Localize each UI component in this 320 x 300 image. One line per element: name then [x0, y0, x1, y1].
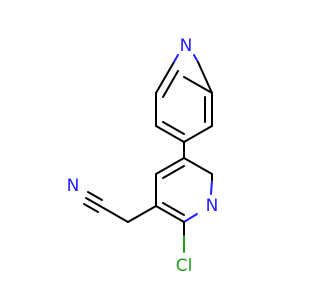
- bond: [155, 157, 185, 175]
- bond: [173, 54, 179, 63]
- bond: [183, 76, 213, 94]
- bond: [85, 197, 101, 207]
- bond: [155, 61, 175, 94]
- atom-label-ring-n: N: [206, 196, 219, 216]
- molecule-structure: N N N Cl: [67, 36, 219, 276]
- bond: [162, 202, 185, 216]
- bond: [155, 125, 185, 143]
- bond: [127, 205, 157, 223]
- atom-label-chlorine: Cl: [176, 256, 193, 276]
- bond: [83, 203, 99, 213]
- bond: [162, 165, 185, 179]
- top-pyridine-ring: [155, 54, 213, 143]
- bond: [183, 125, 213, 143]
- bond: [155, 205, 185, 223]
- bond: [210, 179, 213, 195]
- atom-label-top-n: N: [180, 36, 193, 56]
- lower-pyridine-ring: [155, 157, 213, 223]
- bond: [193, 54, 199, 63]
- bond: [162, 121, 185, 135]
- bond: [183, 213, 198, 223]
- bond: [87, 191, 103, 201]
- bond: [183, 157, 213, 175]
- atom-label-nitrile-n: N: [67, 176, 80, 196]
- cyanomethyl-group: [83, 191, 157, 223]
- bond: [162, 70, 179, 98]
- bond: [197, 61, 213, 94]
- bond: [99, 205, 129, 223]
